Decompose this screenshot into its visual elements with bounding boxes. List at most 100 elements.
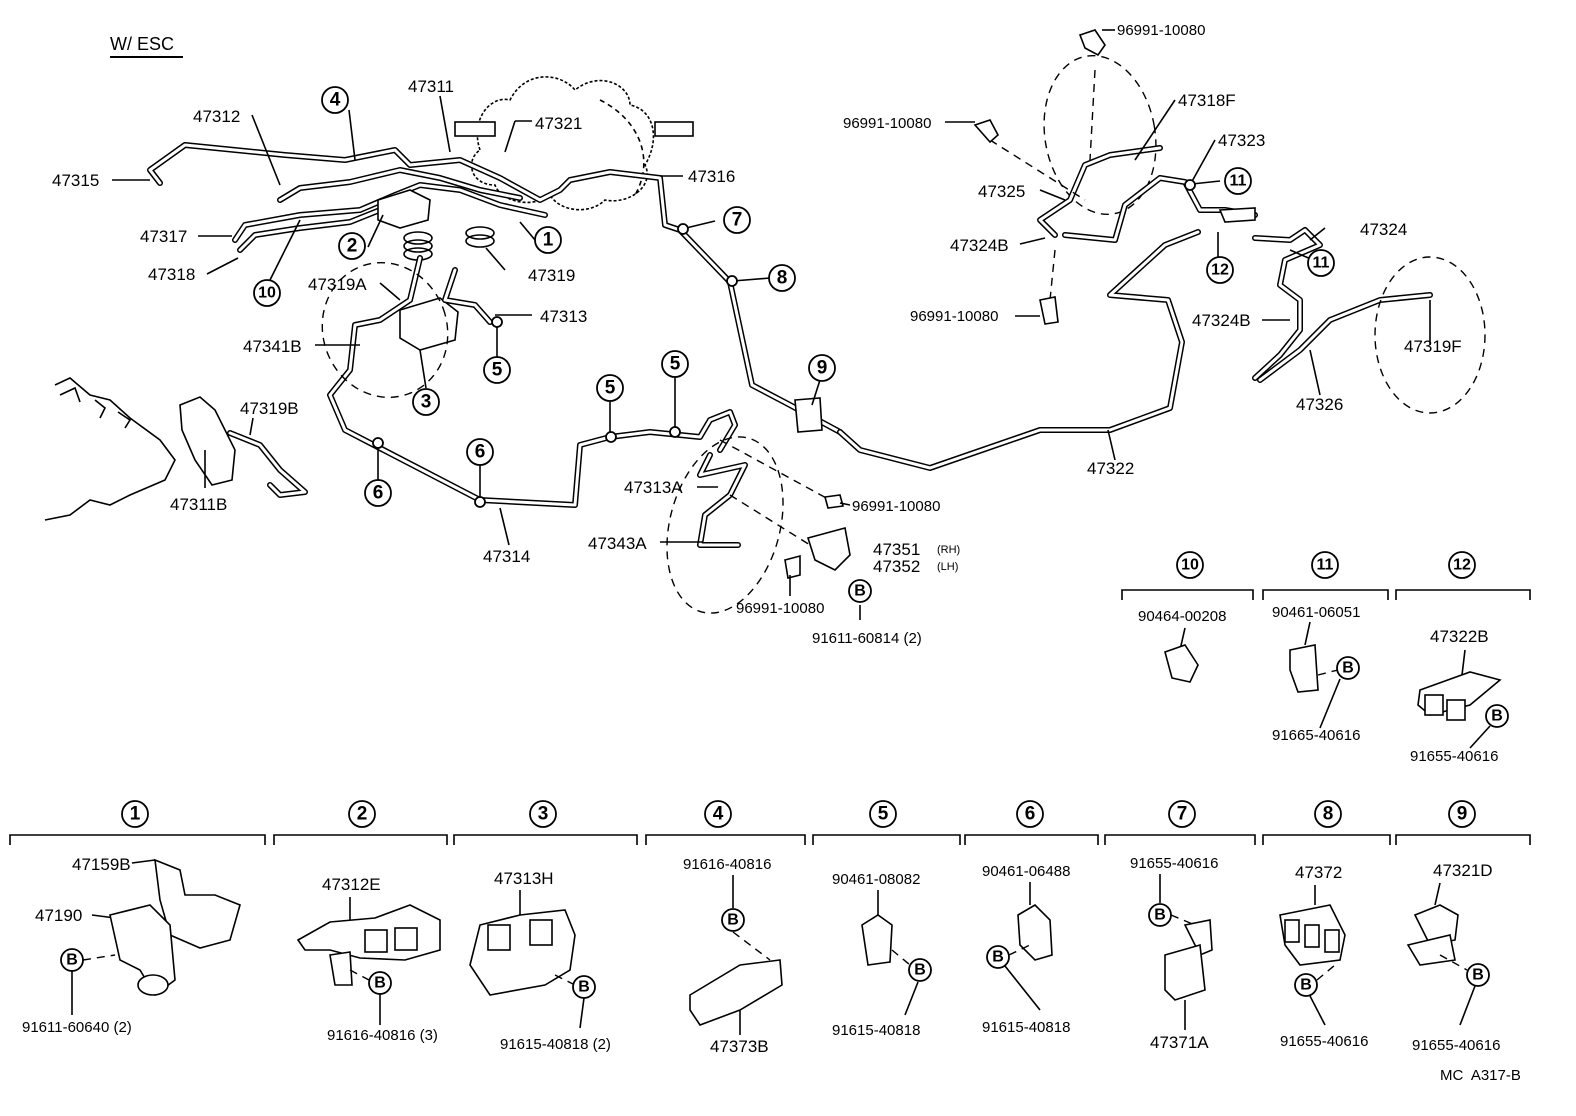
- detail-12-num: 12: [1453, 557, 1471, 574]
- detail-11-num: 11: [1317, 557, 1334, 574]
- detail-9-num: 9: [1457, 804, 1468, 825]
- detail-4-bolt-symbol: B: [727, 912, 739, 929]
- label-47324B-b: 47324B: [1192, 311, 1251, 330]
- label-47317: 47317: [140, 227, 187, 246]
- callout-9: 9: [817, 358, 828, 379]
- detail-12-bolt: 91655-40616: [1410, 748, 1498, 765]
- detail-12-bolt-symbol: B: [1491, 708, 1503, 725]
- detail-8-bolt: 91655-40616: [1280, 1033, 1368, 1050]
- callout-2: 2: [347, 236, 358, 257]
- detail-6-bolt: 91615-40818: [982, 1019, 1070, 1036]
- detail-11-bolt: 91665-40616: [1272, 727, 1360, 744]
- label-47351: 47351: [873, 540, 920, 559]
- label-47319B: 47319B: [240, 399, 299, 418]
- detail-brackets: [9, 589, 1531, 845]
- callout-6-a: 6: [373, 483, 384, 504]
- detail-8-num: 8: [1323, 804, 1334, 825]
- label-47343A: 47343A: [588, 534, 647, 553]
- leader-lines: [112, 29, 1431, 620]
- label-47341B: 47341B: [243, 337, 302, 356]
- label-91611-60814: 91611-60814 (2): [812, 630, 922, 647]
- detail-2-bolt: 91616-40816 (3): [327, 1027, 438, 1044]
- label-lh: (LH): [937, 561, 958, 573]
- detail-2-bolt-symbol: B: [374, 975, 386, 992]
- callout-4: 4: [330, 90, 341, 111]
- detail-8: 8 47372 B 91655-40616: [1279, 800, 1368, 1050]
- label-47323: 47323: [1218, 131, 1265, 150]
- detail-4: 4 91616-40816 B 47373B: [683, 800, 783, 1056]
- callout-11-a: 11: [1230, 173, 1247, 190]
- callout-5-c: 5: [670, 354, 681, 375]
- detail-7: 7 91655-40616 B 47371A: [1130, 800, 1218, 1052]
- label-47324: 47324: [1360, 220, 1407, 239]
- callout-8: 8: [777, 268, 788, 289]
- detail-1-part-b: 47190: [35, 906, 82, 925]
- label-47315: 47315: [52, 171, 99, 190]
- label-47316: 47316: [688, 167, 735, 186]
- bolt-symbol-main: B: [854, 583, 866, 600]
- joints: [372, 179, 1196, 508]
- detail-3-part: 47313H: [494, 869, 554, 888]
- label-47352: 47352: [873, 557, 920, 576]
- label-47312: 47312: [193, 107, 240, 126]
- detail-9: 9 47321D B 91655-40616: [1406, 800, 1500, 1054]
- detail-1-part-a: 47159B: [72, 855, 131, 874]
- detail-6: 6 90461-06488 B 91615-40818: [982, 800, 1070, 1036]
- detail-6-part: 90461-06488: [982, 863, 1070, 880]
- label-96991-10080-b: 96991-10080: [736, 600, 824, 617]
- detail-9-part: 47321D: [1433, 861, 1493, 880]
- detail-5-part: 90461-08082: [832, 871, 920, 888]
- label-47322: 47322: [1087, 459, 1134, 478]
- label-47311B: 47311B: [170, 495, 227, 514]
- detail-4-bolt: 91616-40816: [683, 856, 771, 873]
- variant-label: W/ ESC: [110, 34, 174, 54]
- detail-11: 11 90461-06051 B 91665-40616: [1272, 551, 1360, 744]
- detail-7-bolt: 91655-40616: [1130, 855, 1218, 872]
- detail-7-bolt-symbol: B: [1154, 907, 1166, 924]
- detail-1: 1 47159B 47190 B 91611-60640 (2): [22, 800, 241, 1036]
- detail-10: 10 90464-00208: [1138, 551, 1226, 683]
- detail-10-part: 90464-00208: [1138, 608, 1226, 625]
- detail-11-bolt-symbol: B: [1342, 660, 1354, 677]
- label-47314: 47314: [483, 547, 530, 566]
- detail-5-bolt: 91615-40818: [832, 1022, 920, 1039]
- detail-10-num: 10: [1181, 557, 1199, 574]
- label-96991-10080-e: 96991-10080: [910, 308, 998, 325]
- callout-circles: 4 1 2 10 3 5 6 6 5 5 7 8 9 11 12 11 B: [253, 86, 1335, 603]
- detail-7-num: 7: [1177, 804, 1188, 825]
- detail-1-bolt: 91611-60640 (2): [22, 1019, 132, 1036]
- label-47319F: 47319F: [1404, 337, 1462, 356]
- label-96991-10080-d: 96991-10080: [843, 115, 931, 132]
- label-47318: 47318: [148, 265, 195, 284]
- label-47311: 47311: [408, 77, 454, 96]
- part-labels: 47315 47312 47311 47321 47316 47317 4731…: [52, 22, 1462, 647]
- label-rh: (RH): [937, 544, 960, 556]
- detail-3-bolt: 91615-40818 (2): [500, 1036, 611, 1053]
- detail-2-num: 2: [357, 804, 368, 825]
- left-pipe-cluster: [44, 142, 851, 614]
- detail-7-part: 47371A: [1150, 1033, 1209, 1052]
- detail-5-num: 5: [878, 804, 889, 825]
- label-47313: 47313: [540, 307, 587, 326]
- detail-12: 12 47322B B 91655-40616: [1410, 551, 1509, 765]
- detail-5-bolt-symbol: B: [914, 962, 926, 979]
- detail-12-part: 47322B: [1430, 627, 1489, 646]
- detail-2-part: 47312E: [322, 875, 381, 894]
- label-47325: 47325: [978, 182, 1025, 201]
- detail-6-bolt-symbol: B: [992, 949, 1004, 966]
- detail-3-bolt-symbol: B: [578, 979, 590, 996]
- callout-5-a: 5: [492, 360, 503, 381]
- label-47313A: 47313A: [624, 478, 683, 497]
- callout-1: 1: [543, 230, 554, 251]
- label-47321: 47321: [535, 114, 582, 133]
- detail-5: 5 90461-08082 B 91615-40818: [832, 800, 932, 1039]
- callout-3: 3: [421, 392, 432, 413]
- label-47326: 47326: [1296, 395, 1343, 414]
- detail-4-num: 4: [713, 804, 724, 825]
- label-96991-10080-a: 96991-10080: [852, 498, 940, 515]
- detail-9-bolt: 91655-40616: [1412, 1037, 1500, 1054]
- right-pipe-cluster: [794, 29, 1486, 509]
- callout-12: 12: [1211, 262, 1229, 279]
- detail-8-part: 47372: [1295, 863, 1342, 882]
